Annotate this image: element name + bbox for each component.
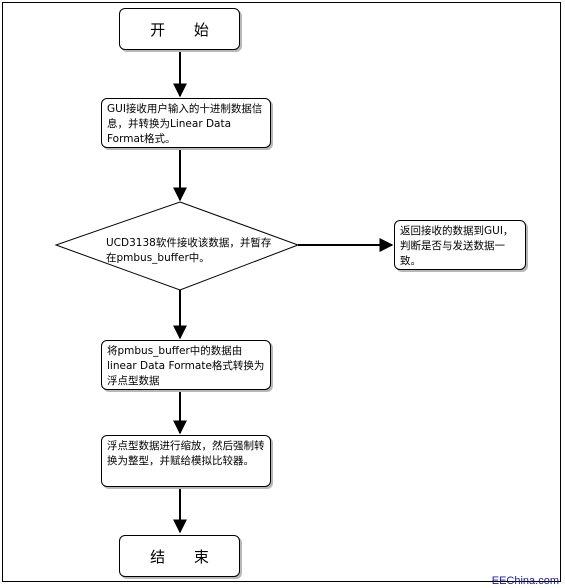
step-receive-input-label: GUI接收用户输入的十进制数据信息，并转换为Linear Data Format…	[107, 103, 263, 145]
step-scale-assign-label: 浮点型数据进行缩放，然后强制转换为整型，并赋给模拟比较器。	[107, 440, 265, 467]
side-verify-label: 返回接收的数据到GUI，判断是否与发送数据一致。	[400, 225, 514, 267]
start-terminal: 开 始	[119, 8, 240, 50]
start-label: 开 始	[150, 20, 221, 39]
side-verify-box: 返回接收的数据到GUI，判断是否与发送数据一致。	[394, 220, 526, 270]
decision-label: UCD3138软件接收该数据，并暂存在pmbus_buffer中。	[106, 237, 272, 264]
step-scale-assign-box: 浮点型数据进行缩放，然后强制转换为整型，并赋给模拟比较器。	[101, 435, 271, 487]
step-receive-input-box: GUI接收用户输入的十进制数据信息，并转换为Linear Data Format…	[101, 98, 271, 148]
watermark: EEChina.com	[491, 575, 559, 587]
end-label: 结 束	[150, 547, 221, 566]
end-terminal: 结 束	[119, 535, 240, 577]
step-convert-float-label: 将pmbus_buffer中的数据由linear Data Formate格式转…	[107, 345, 265, 387]
page-frame	[2, 2, 561, 582]
step-convert-float-box: 将pmbus_buffer中的数据由linear Data Formate格式转…	[101, 340, 271, 390]
